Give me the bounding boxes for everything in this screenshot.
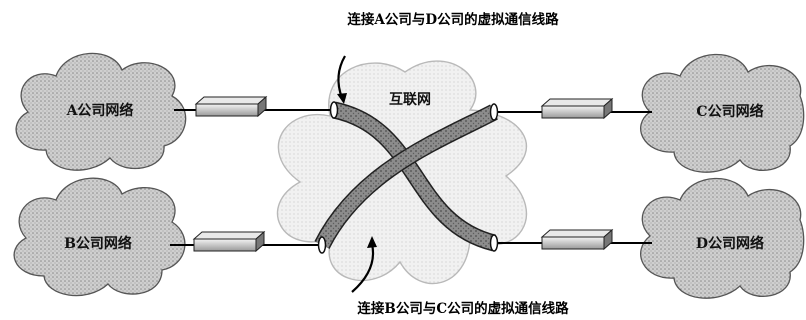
caption-a-d-link: 连接A公司与D公司的虚拟通信线路 — [347, 11, 559, 28]
tunnel-cap-d — [489, 234, 499, 252]
network-cloud-a — [15, 52, 187, 171]
tunnel-cap-c — [489, 103, 499, 121]
network-cloud-c — [640, 53, 805, 173]
router-device-d — [540, 228, 614, 251]
router-device-a — [194, 95, 268, 118]
tunnel-b-to-c — [314, 104, 498, 249]
pointer-arrow-bottom — [351, 236, 377, 293]
network-cloud-b — [13, 177, 186, 297]
router-device-c — [540, 97, 614, 120]
tunnel-a-to-d — [331, 101, 497, 252]
router-device-b — [192, 230, 266, 253]
network-cloud-d — [640, 177, 805, 299]
tunnel-cap-b — [317, 236, 327, 254]
network-label-b: B公司网络 — [64, 235, 132, 252]
network-label-c: C公司网络 — [696, 103, 763, 120]
caption-b-c-link: 连接B公司与C公司的虚拟通信线路 — [357, 300, 569, 317]
network-label-a: A公司网络 — [66, 102, 134, 119]
tunnel-end-caps — [317, 101, 499, 254]
internet-label: 互联网 — [389, 92, 431, 108]
tunnel-cap-a — [329, 101, 339, 119]
pointer-arrow-top — [337, 55, 347, 104]
network-label-d: D公司网络 — [696, 235, 764, 252]
